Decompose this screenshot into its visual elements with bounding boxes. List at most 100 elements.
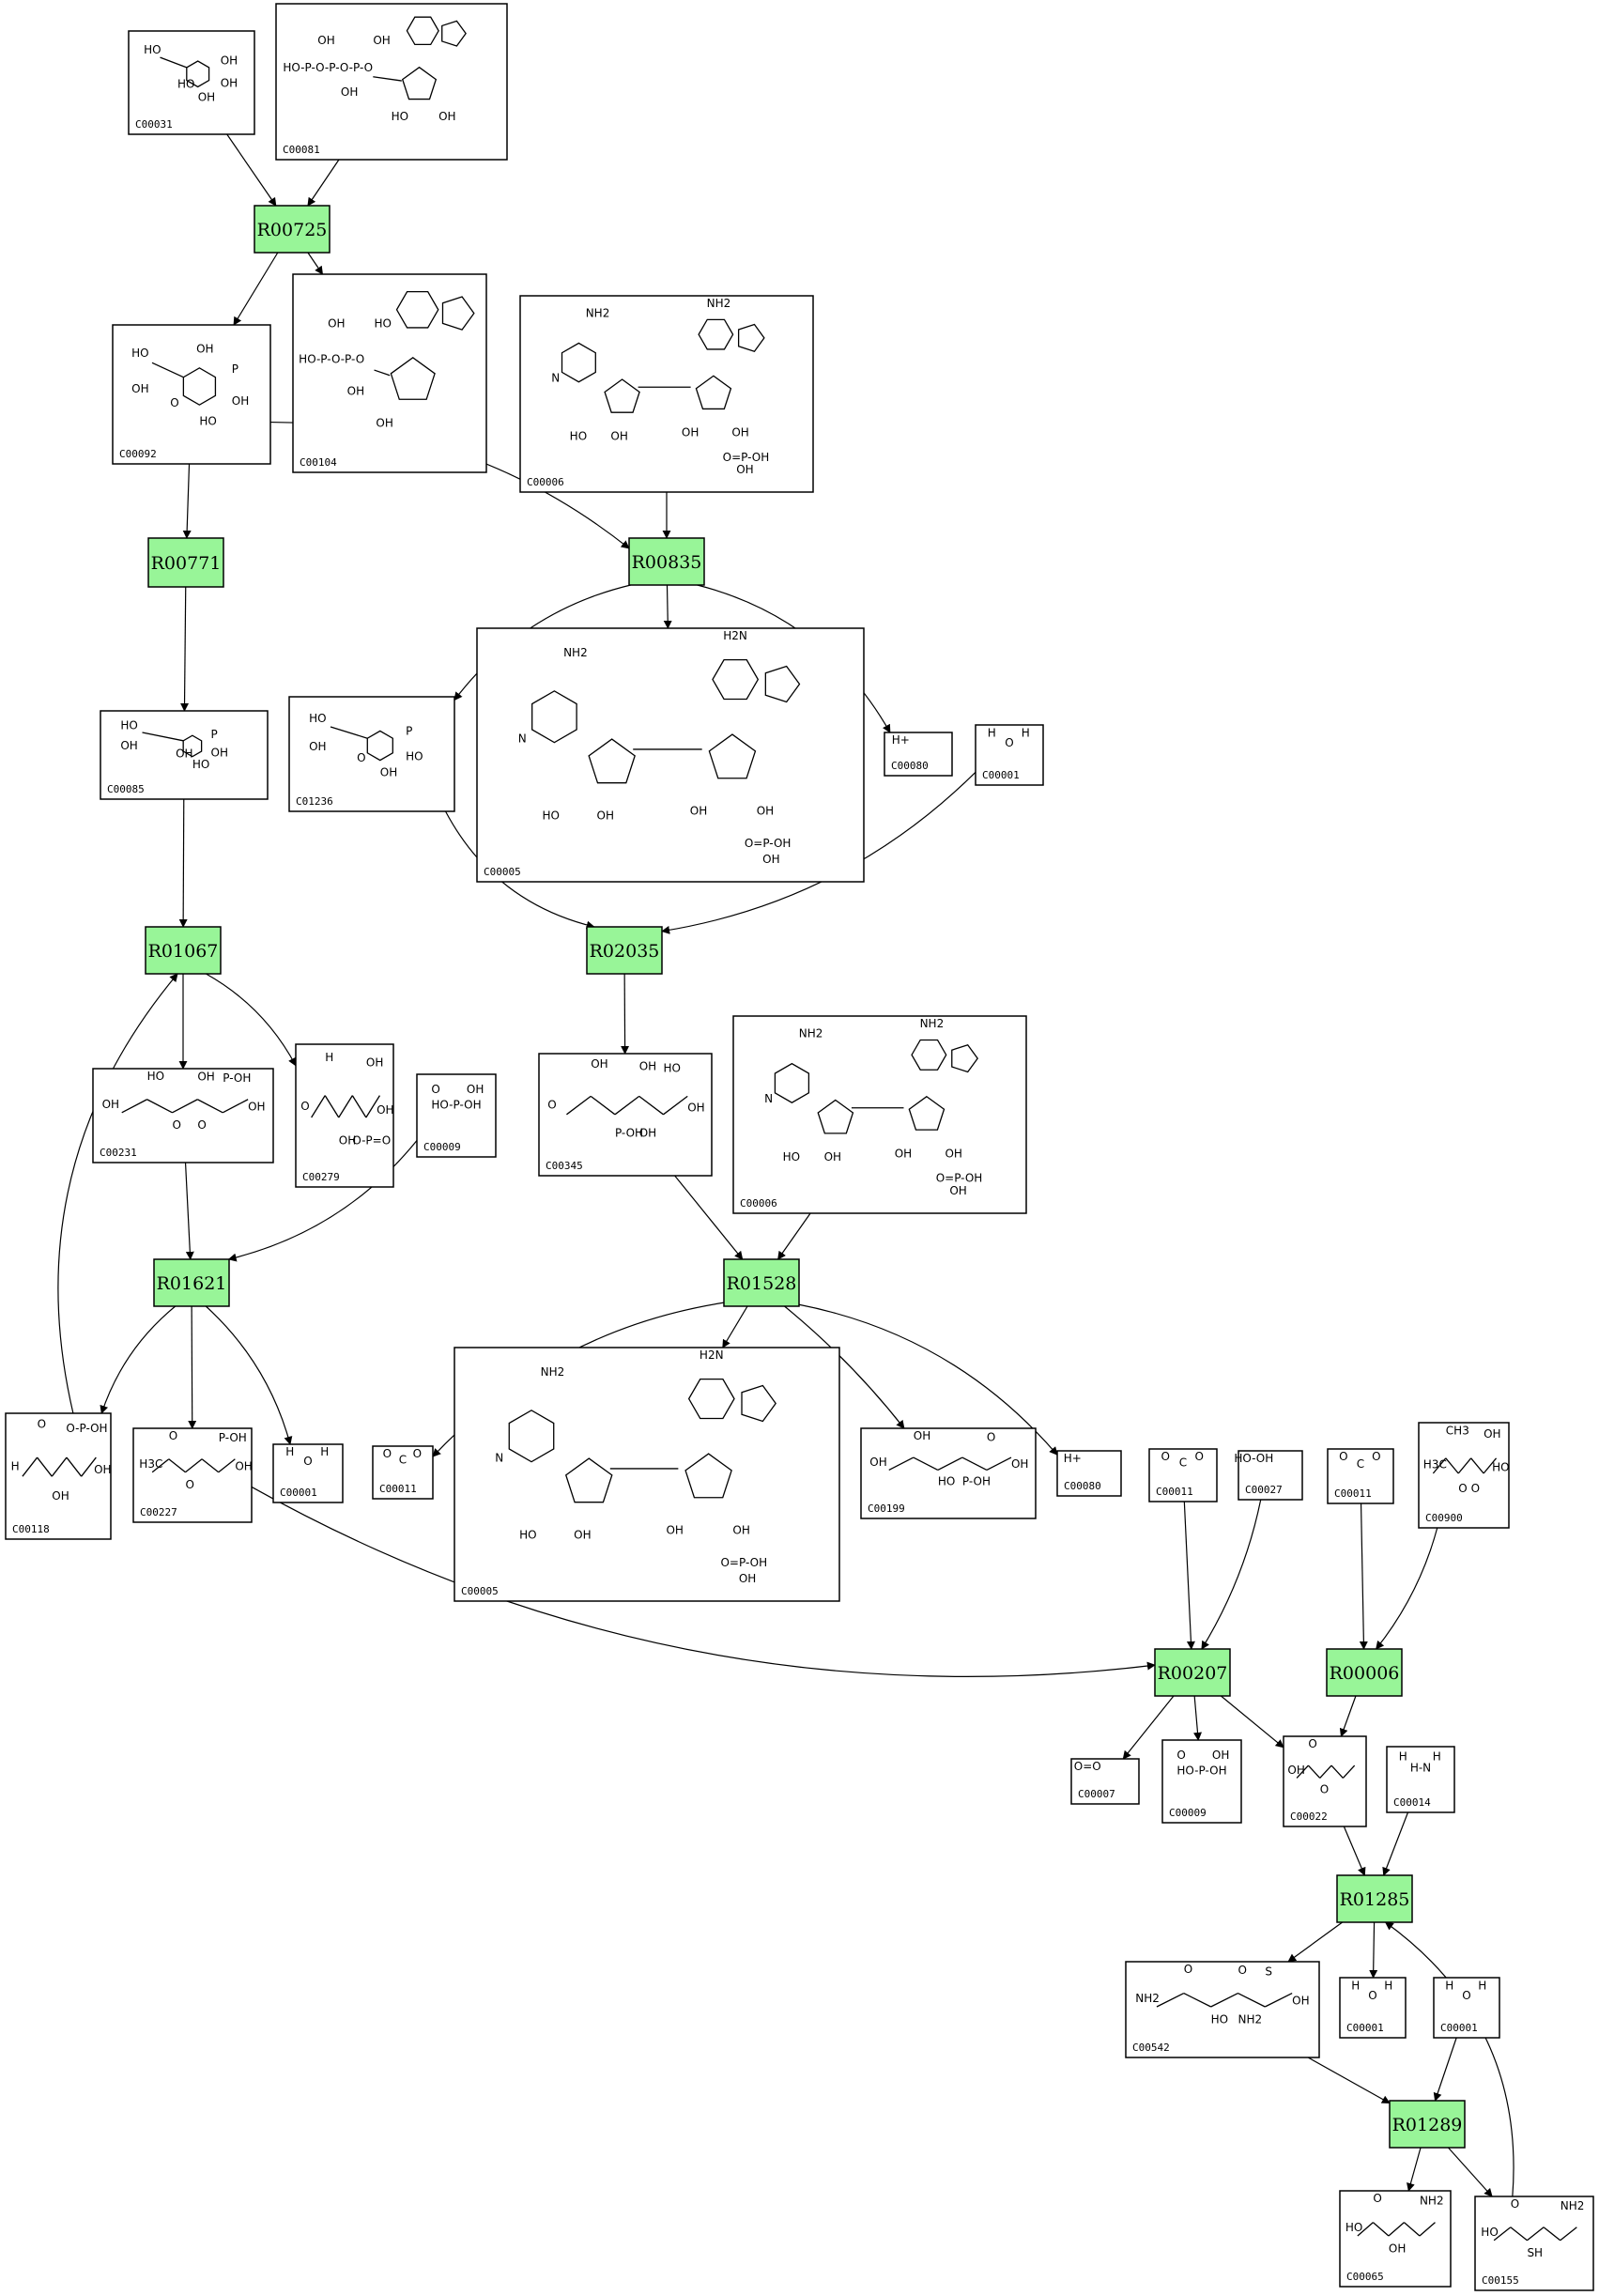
reaction-box[interactable]: [147, 537, 224, 588]
reaction-node-r00771[interactable]: R00771: [147, 537, 224, 588]
reaction-node-r00207[interactable]: R00207: [1154, 1648, 1231, 1697]
compound-box[interactable]: [372, 1445, 434, 1500]
reaction-box[interactable]: [1389, 2100, 1466, 2149]
reaction-box[interactable]: [723, 1258, 800, 1307]
compound-id-label: C00085: [107, 783, 145, 795]
reaction-box[interactable]: [153, 1258, 230, 1307]
compound-box[interactable]: [100, 710, 269, 800]
ring-shape: [737, 323, 765, 352]
bond-line: [338, 1095, 353, 1118]
reaction-box[interactable]: [254, 205, 331, 254]
compound-box[interactable]: [272, 1443, 344, 1503]
compound-box[interactable]: [476, 627, 865, 883]
compound-id-label: C00118: [12, 1523, 50, 1535]
atom-label: OH: [732, 1523, 749, 1536]
reaction-box[interactable]: [628, 537, 705, 586]
compound-box[interactable]: [1283, 1735, 1367, 1827]
reaction-node-r01285[interactable]: R01285: [1336, 1874, 1413, 1923]
compound-box[interactable]: [519, 295, 814, 493]
compound-box[interactable]: [1327, 1448, 1394, 1504]
compound-box[interactable]: [112, 324, 271, 465]
reaction-box[interactable]: [1336, 1874, 1413, 1923]
compound-box[interactable]: [1386, 1746, 1455, 1813]
edge-c23-R00207: [1183, 1501, 1195, 1650]
compound-box[interactable]: [1070, 1758, 1140, 1805]
reaction-node-r01621[interactable]: R01621: [153, 1258, 230, 1307]
reaction-box[interactable]: [145, 926, 222, 975]
atom-label: OH: [235, 1459, 252, 1472]
compound-id-label: C00199: [868, 1502, 905, 1515]
compound-box[interactable]: [292, 273, 487, 473]
compound-box[interactable]: [132, 1427, 253, 1523]
compound-box[interactable]: [1056, 1450, 1122, 1497]
reaction-node-r00835[interactable]: R00835: [628, 537, 705, 586]
compound-box[interactable]: [1339, 2190, 1452, 2288]
compound-box[interactable]: [92, 1068, 274, 1163]
reaction-node-r02035[interactable]: R02035: [586, 926, 663, 975]
reaction-node-r01067[interactable]: R01067: [145, 926, 222, 975]
compound-box[interactable]: [538, 1053, 713, 1177]
reaction-node-r00725[interactable]: R00725: [254, 205, 331, 254]
compound-box[interactable]: [454, 1347, 840, 1602]
compound-node-c00080[interactable]: H+C00080: [1056, 1450, 1122, 1497]
compound-box[interactable]: [1474, 2196, 1594, 2291]
compound-box[interactable]: [1339, 1977, 1407, 2039]
compound-box[interactable]: [1418, 1422, 1510, 1529]
compound-box[interactable]: [1433, 1977, 1500, 2039]
compound-box[interactable]: [975, 724, 1044, 786]
compound-node-c00080[interactable]: H+C00080: [884, 732, 953, 777]
compound-box[interactable]: [416, 1073, 497, 1158]
atom-label: OH: [945, 1147, 961, 1160]
reaction-box[interactable]: [1326, 1648, 1403, 1697]
compound-box[interactable]: [732, 1015, 1027, 1214]
reaction-node-r01528[interactable]: R01528: [723, 1258, 800, 1307]
compound-box[interactable]: [1238, 1450, 1303, 1501]
compound-box[interactable]: [1148, 1448, 1218, 1502]
edge-c26-R00006: [1376, 1527, 1438, 1650]
compound-box[interactable]: [288, 696, 455, 812]
compound-box[interactable]: [275, 3, 508, 161]
reaction-box[interactable]: [586, 926, 663, 975]
compound-box[interactable]: [1125, 1961, 1320, 2058]
compound-box[interactable]: [1161, 1739, 1242, 1824]
compound-box[interactable]: [860, 1427, 1037, 1519]
reaction-node-r00006[interactable]: R00006: [1326, 1648, 1403, 1697]
compound-box[interactable]: [884, 732, 953, 777]
reaction-box[interactable]: [1154, 1648, 1231, 1697]
reaction-node-r01289[interactable]: R01289: [1389, 2100, 1466, 2149]
atom-label: OH: [376, 417, 392, 430]
